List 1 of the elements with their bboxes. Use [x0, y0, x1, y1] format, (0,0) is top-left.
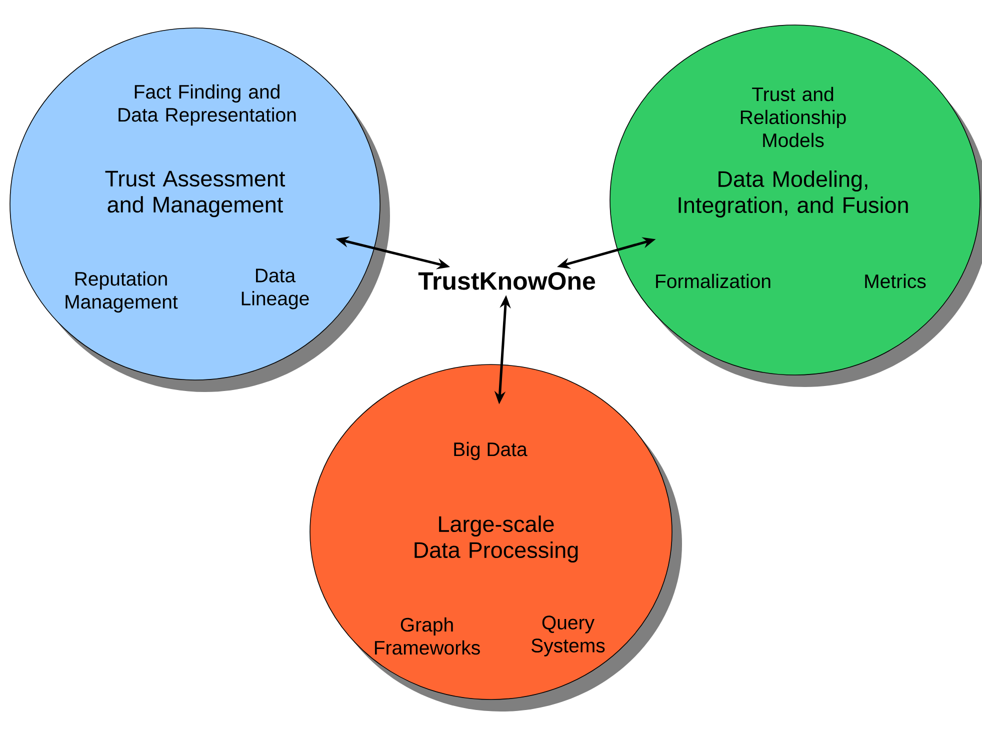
project-title: TrustKnowOne — [418, 272, 596, 290]
